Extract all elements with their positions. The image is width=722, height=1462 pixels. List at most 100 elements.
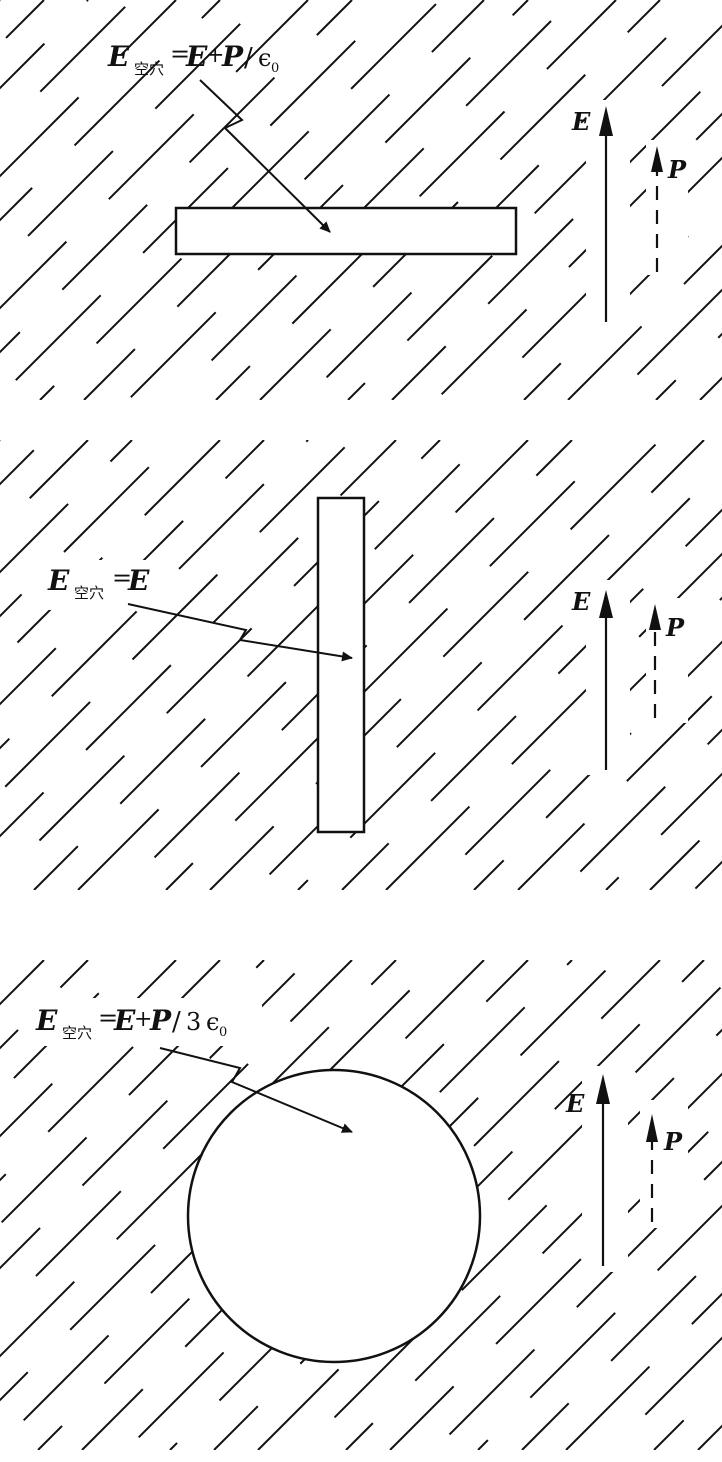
hatch-line [33, 440, 485, 890]
field-e-arrowhead [599, 590, 613, 618]
label-e-symbol: E [35, 1004, 58, 1037]
label-rhs-p: P [221, 40, 244, 73]
label-cavity-subscript: 空穴 [62, 1024, 92, 1042]
hatch-line [0, 0, 133, 134]
hatch-line [341, 508, 722, 890]
hatch-line [77, 440, 529, 890]
label-slash: / [172, 1007, 181, 1037]
hatch-line [605, 772, 722, 890]
hatch-line [297, 464, 722, 890]
panel-flat-slot: E 空穴 = E + P / ϵ 0 E P [0, 0, 722, 400]
hatch-line [611, 288, 722, 400]
label-e-symbol: E [47, 564, 70, 597]
label-epsilon: ϵ [206, 1008, 219, 1036]
vector-clear-zone [586, 100, 630, 325]
label-equals: = [170, 40, 190, 68]
label-epsilon: ϵ [258, 44, 271, 72]
cavity-needle [316, 496, 366, 834]
hatch-line [477, 1204, 722, 1450]
hatch-line [0, 0, 353, 354]
hatch-line [0, 960, 397, 1358]
hatch-line [303, 0, 705, 400]
polarization-p-label: P [667, 155, 687, 184]
hatch-line [0, 440, 45, 486]
hatch-line [699, 376, 722, 400]
hatch-line [0, 960, 89, 1050]
polarization-p-arrowhead [646, 1114, 658, 1142]
hatch-line [567, 244, 722, 400]
hatch-line [389, 1116, 722, 1450]
hatch-line [561, 728, 722, 890]
label-equals: = [98, 1004, 118, 1032]
hatch-line [0, 440, 177, 618]
label-clear-zone [40, 560, 170, 610]
label-equals: = [112, 564, 132, 592]
hatch-line [0, 0, 397, 398]
label-epsilon-subscript: 0 [219, 1025, 227, 1040]
hatch-line [0, 0, 45, 46]
pointer-arrow [199, 79, 331, 233]
label-epsilon-subscript: 0 [271, 61, 279, 76]
hatch-line [0, 0, 309, 310]
field-e-label: E [571, 107, 591, 136]
cavity-flat-slot [174, 206, 518, 256]
pointer-arrow [159, 1047, 353, 1133]
polarization-p-arrowhead [649, 604, 661, 630]
label-rhs-p: P [149, 1004, 172, 1037]
label-rhs-e: E [185, 40, 208, 73]
hatch-line [209, 440, 661, 890]
hatch-line [0, 0, 265, 266]
hatch-line [257, 984, 722, 1450]
polarization-p-label: P [663, 1127, 683, 1156]
label-slash: / [244, 43, 253, 73]
label-rhs-e: E [113, 1004, 136, 1037]
label-coefficient: 3 [186, 1008, 201, 1036]
hatch-line [165, 440, 617, 890]
hatch-line [0, 440, 397, 838]
hatch-line [0, 440, 441, 882]
hatch-line [0, 0, 221, 222]
hatch-line [0, 440, 133, 574]
hatch-line [385, 552, 722, 890]
polarization-p-label: P [665, 613, 685, 642]
vector-clear-zone [640, 1100, 688, 1228]
label-cavity-subscript: 空穴 [134, 60, 164, 78]
label-e-symbol: E [107, 40, 130, 73]
hatch-line [433, 1160, 722, 1450]
hatch-line [0, 440, 353, 794]
polarization-p-arrowhead [651, 146, 663, 172]
label-rhs-e: E [127, 564, 150, 597]
panel-needle: E 空穴 = E E P [0, 440, 722, 890]
label-plus: + [206, 43, 224, 68]
hatch-line [473, 640, 722, 890]
hatch-line [0, 0, 89, 90]
hatch-line [0, 440, 221, 662]
hatch-line [347, 24, 722, 400]
hatch-line [215, 0, 617, 400]
hatch-line [0, 960, 441, 1402]
hatch-line [435, 112, 722, 400]
hatch-line [0, 440, 265, 706]
hatch-line [0, 440, 309, 750]
hatch-line [0, 960, 485, 1446]
dielectric-hatching [0, 0, 722, 400]
hatch-line [259, 0, 661, 400]
hatch-line [301, 1028, 722, 1450]
hatch-line [0, 960, 353, 1314]
field-e-label: E [565, 1089, 585, 1118]
field-e-label: E [571, 587, 591, 616]
hatch-line [171, 0, 573, 400]
label-clear-zone [30, 998, 262, 1046]
hatch-line [565, 1292, 722, 1450]
cavity-sphere [186, 1068, 482, 1364]
field-e-arrowhead [596, 1074, 610, 1104]
hatch-line [127, 0, 529, 400]
pointer-arrow [127, 603, 353, 662]
label-plus: + [134, 1007, 152, 1032]
vector-clear-zone [646, 140, 688, 275]
label-cavity-subscript: 空穴 [74, 584, 104, 602]
hatch-line [609, 1336, 722, 1450]
field-e-arrowhead [599, 106, 613, 136]
